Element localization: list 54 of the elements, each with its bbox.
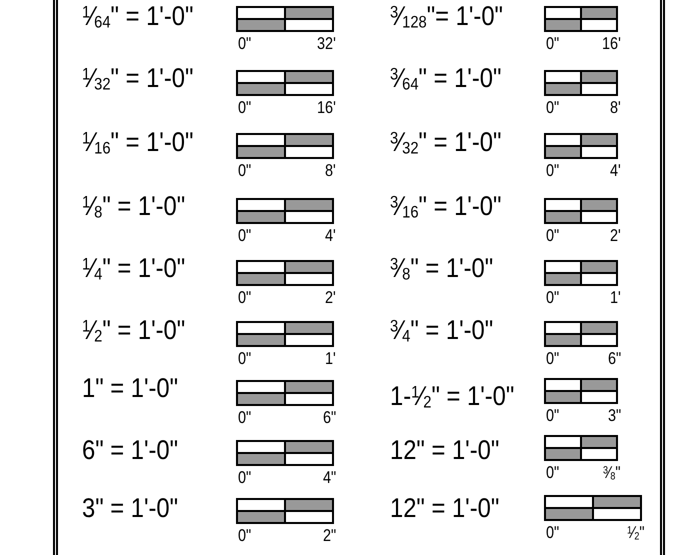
scale-tick-label: 16' [317,99,336,116]
scale-tick-label: 0" [546,35,560,52]
scale-tick-label: 0" [546,162,560,179]
scale-tick-label: 0" [238,469,252,486]
scale-tick-label: 0" [546,289,560,306]
scale-tick-label: 0" [238,99,252,116]
scale-tick-label: 0" [546,99,560,116]
scale-label: $^{3}$⁄$_{64}$" = 1'-0" [390,65,502,92]
scale-tick-label: 0" [238,35,252,52]
scale-tick-label: 0" [546,227,560,244]
scale-label: $^{1}$⁄$_{2}$" = 1'-0" [82,317,186,344]
scale-tick-label: 0" [238,289,252,306]
scale-tick-label: 4' [610,162,621,179]
scale-label: 12" = 1'-0" [390,495,500,522]
scale-tick-label: 8' [610,99,621,116]
scale-label: 12" = 1'-0" [390,437,500,464]
scale-tick-label: 0" [238,227,252,244]
scale-tick-label: 16' [602,35,621,52]
scale-label: $^{1}$⁄$_{4}$" = 1'-0" [82,255,186,282]
scale-tick-label: 0" [238,527,252,544]
scale-label: 3" = 1'-0" [82,495,178,522]
scale-tick-label: 0" [238,409,252,426]
scale-tick-label: 0" [546,464,560,481]
scale-tick-label: 0" [238,162,252,179]
scale-label: $^{3}$⁄$_{128}$"= 1'-0" [390,3,503,30]
scale-tick-label: 6" [322,409,336,426]
scale-tick-label: 8' [325,162,336,179]
scale-tick-label: 2' [610,227,621,244]
scale-label: 1-$^{1}$⁄$_{2}$" = 1'-0" [390,383,514,410]
scale-tick-label: 3" [608,407,621,424]
scale-tick-label: $^{3}$⁄$_{8}$" [603,464,621,481]
scale-label: $^{3}$⁄$_{16}$" = 1'-0" [390,193,502,220]
scale-tick-label: $^{1}$⁄$_{2}$" [627,524,645,541]
scale-tick-label: 2' [325,289,336,306]
scale-tick-label: 0" [546,350,560,367]
scale-tick-label: 32' [317,35,336,52]
scale-tick-label: 1' [325,350,336,367]
scale-label: $^{1}$⁄$_{32}$" = 1'-0" [82,65,194,92]
scale-label: 1" = 1'-0" [82,375,178,402]
scale-tick-label: 0" [238,350,252,367]
scale-label: $^{3}$⁄$_{8}$" = 1'-0" [390,255,494,282]
scale-label: $^{1}$⁄$_{64}$" = 1'-0" [82,3,194,30]
scale-tick-label: 6" [608,350,621,367]
scale-tick-label: 0" [546,407,560,424]
scale-tick-label: 2" [322,527,336,544]
scale-label: $^{3}$⁄$_{32}$" = 1'-0" [390,129,502,156]
scale-tick-label: 4' [325,227,336,244]
scale-tick-label: 0" [546,524,560,541]
scale-label: $^{3}$⁄$_{4}$" = 1'-0" [390,317,494,344]
scale-label: 6" = 1'-0" [82,437,178,464]
scale-label: $^{1}$⁄$_{16}$" = 1'-0" [82,129,194,156]
scale-tick-label: 1' [610,289,621,306]
scale-label: $^{1}$⁄$_{8}$" = 1'-0" [82,193,186,220]
scale-tick-label: 4" [322,469,336,486]
